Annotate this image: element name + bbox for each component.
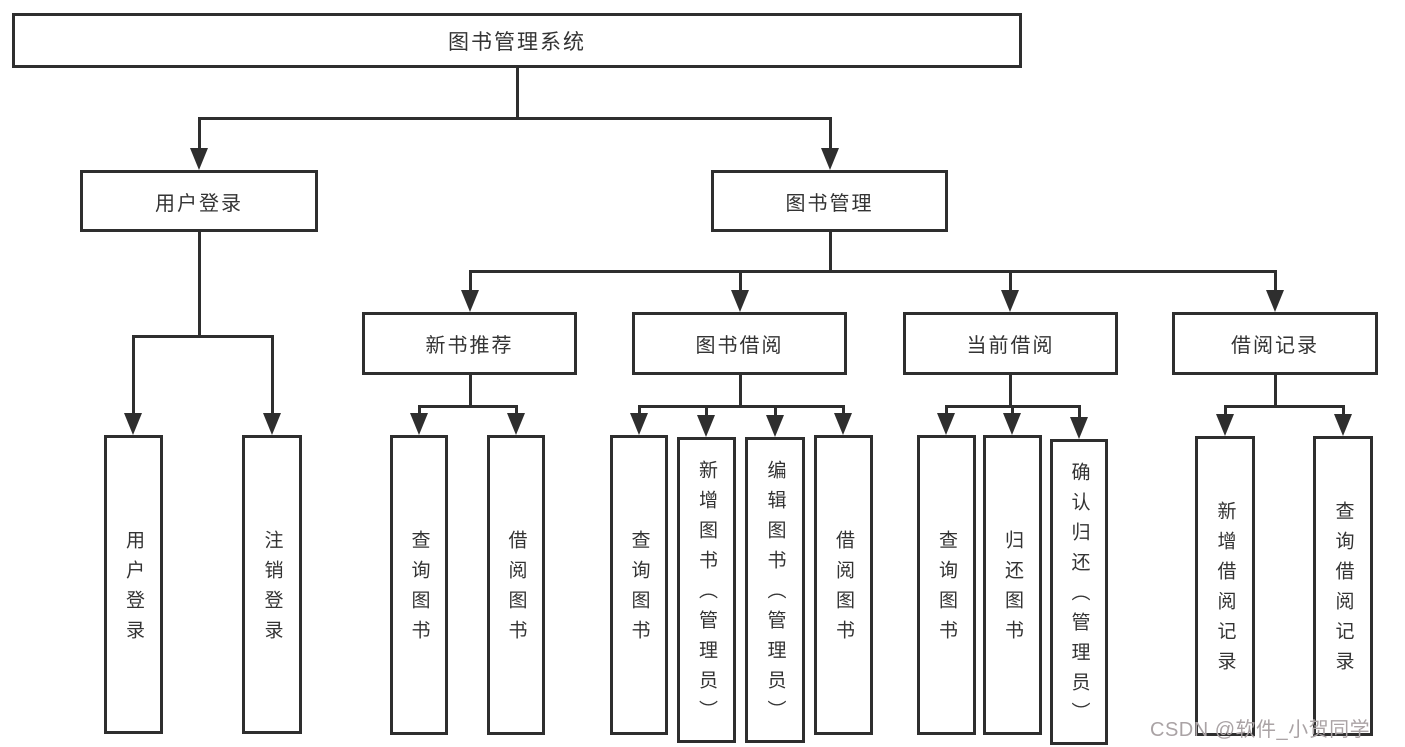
connector-segment	[515, 68, 519, 118]
node-label-root: 图书管理系统	[448, 30, 586, 54]
csdn-watermark: CSDN @软件_小贺同学	[1150, 719, 1371, 741]
connector-segment	[1008, 375, 1012, 406]
arrowhead-down-icon	[1216, 414, 1234, 436]
connector-segment	[1341, 406, 1345, 420]
connector-segment	[131, 334, 274, 338]
connector-segment	[131, 336, 135, 419]
node-label-v-query-books-c: 查询图书	[936, 530, 957, 650]
node-v-logout: 注销登录	[242, 435, 302, 734]
node-v-query-books-c: 查询图书	[917, 435, 976, 735]
node-label-user-login: 用户登录	[155, 192, 243, 215]
arrowhead-down-icon	[410, 413, 428, 435]
node-label-v-confirm-return-admin: 确认归还（管理员）	[1068, 462, 1090, 732]
connector-segment	[1008, 271, 1012, 296]
connector-segment	[828, 232, 832, 271]
connector-segment	[270, 336, 274, 419]
node-label-v-logout: 注销登录	[261, 529, 283, 650]
node-label-new-book-recommend: 新书推荐	[425, 335, 514, 357]
arrowhead-down-icon	[1334, 414, 1352, 436]
arrowhead-down-icon	[507, 413, 525, 435]
arrowhead-down-icon	[1003, 413, 1021, 435]
node-v-borrow-books-b: 借阅图书	[814, 435, 873, 735]
node-label-v-query-books-b: 查询图书	[628, 530, 650, 650]
connector-segment	[468, 271, 472, 296]
arrowhead-down-icon	[821, 148, 839, 170]
connector-segment	[197, 116, 832, 120]
node-current-borrowing: 当前借阅	[903, 312, 1118, 375]
node-label-v-add-borrow-record: 新增借阅记录	[1214, 501, 1236, 681]
arrowhead-down-icon	[697, 415, 715, 437]
arrowhead-down-icon	[1266, 290, 1284, 312]
node-v-return-books: 归还图书	[983, 435, 1042, 735]
node-v-borrow-books-a: 借阅图书	[487, 435, 545, 735]
node-v-query-books-b: 查询图书	[610, 435, 668, 735]
arrowhead-down-icon	[461, 290, 479, 312]
node-label-v-borrow-books-a: 借阅图书	[505, 530, 527, 650]
connector-segment	[738, 375, 742, 406]
connector-segment	[773, 406, 777, 421]
connector-segment	[738, 271, 742, 296]
arrowhead-down-icon	[1001, 290, 1019, 312]
node-root: 图书管理系统	[12, 13, 1022, 68]
connector-segment	[514, 406, 518, 419]
node-label-book-management: 图书管理	[785, 192, 874, 215]
arrowhead-down-icon	[1070, 417, 1088, 439]
connector-segment	[197, 118, 201, 154]
connector-segment	[1077, 406, 1081, 423]
node-label-v-user-login: 用户登录	[123, 529, 144, 650]
connector-segment	[417, 406, 421, 419]
node-v-confirm-return-admin: 确认归还（管理员）	[1050, 439, 1108, 745]
connector-segment	[828, 118, 832, 154]
connector-segment	[704, 406, 708, 421]
connector-segment	[1273, 271, 1277, 296]
connector-segment	[417, 404, 518, 408]
node-label-borrow-records: 借阅记录	[1231, 335, 1319, 357]
node-borrow-records: 借阅记录	[1172, 312, 1378, 375]
arrowhead-down-icon	[937, 413, 955, 435]
node-label-book-borrowing: 图书借阅	[695, 335, 784, 357]
arrowhead-down-icon	[263, 413, 281, 435]
connector-segment	[1223, 406, 1227, 420]
arrowhead-down-icon	[766, 415, 784, 437]
arrowhead-down-icon	[190, 148, 208, 170]
node-user-login: 用户登录	[80, 170, 318, 232]
node-label-v-add-books-admin: 新增图书（管理员）	[696, 460, 717, 730]
connector-segment	[1010, 406, 1014, 419]
node-v-user-login: 用户登录	[104, 435, 163, 734]
arrowhead-down-icon	[124, 413, 142, 435]
arrowhead-down-icon	[834, 413, 852, 435]
node-v-add-books-admin: 新增图书（管理员）	[677, 437, 736, 743]
node-v-add-borrow-record: 新增借阅记录	[1195, 436, 1255, 736]
connector-segment	[1273, 375, 1277, 406]
node-label-current-borrowing: 当前借阅	[966, 335, 1055, 357]
node-new-book-recommend: 新书推荐	[362, 312, 577, 375]
connector-segment	[637, 406, 641, 419]
node-label-v-query-books-a: 查询图书	[408, 530, 430, 650]
connector-segment	[468, 269, 1277, 273]
node-label-v-edit-books-admin: 编辑图书（管理员）	[764, 460, 786, 730]
node-v-query-books-a: 查询图书	[390, 435, 448, 735]
node-book-borrowing: 图书借阅	[632, 312, 847, 375]
connector-segment	[468, 375, 472, 406]
node-v-edit-books-admin: 编辑图书（管理员）	[745, 437, 805, 743]
node-label-v-borrow-books-b: 借阅图书	[833, 530, 854, 650]
arrowhead-down-icon	[630, 413, 648, 435]
connector-segment	[1223, 404, 1345, 408]
node-book-management: 图书管理	[711, 170, 948, 232]
node-label-v-return-books: 归还图书	[1002, 530, 1023, 650]
arrowhead-down-icon	[731, 290, 749, 312]
connector-segment	[197, 232, 201, 336]
node-v-query-borrow-record: 查询借阅记录	[1313, 436, 1373, 736]
connector-segment	[944, 406, 948, 419]
connector-segment	[841, 406, 845, 419]
node-label-v-query-borrow-record: 查询借阅记录	[1332, 501, 1354, 681]
connector-segment	[637, 404, 845, 408]
